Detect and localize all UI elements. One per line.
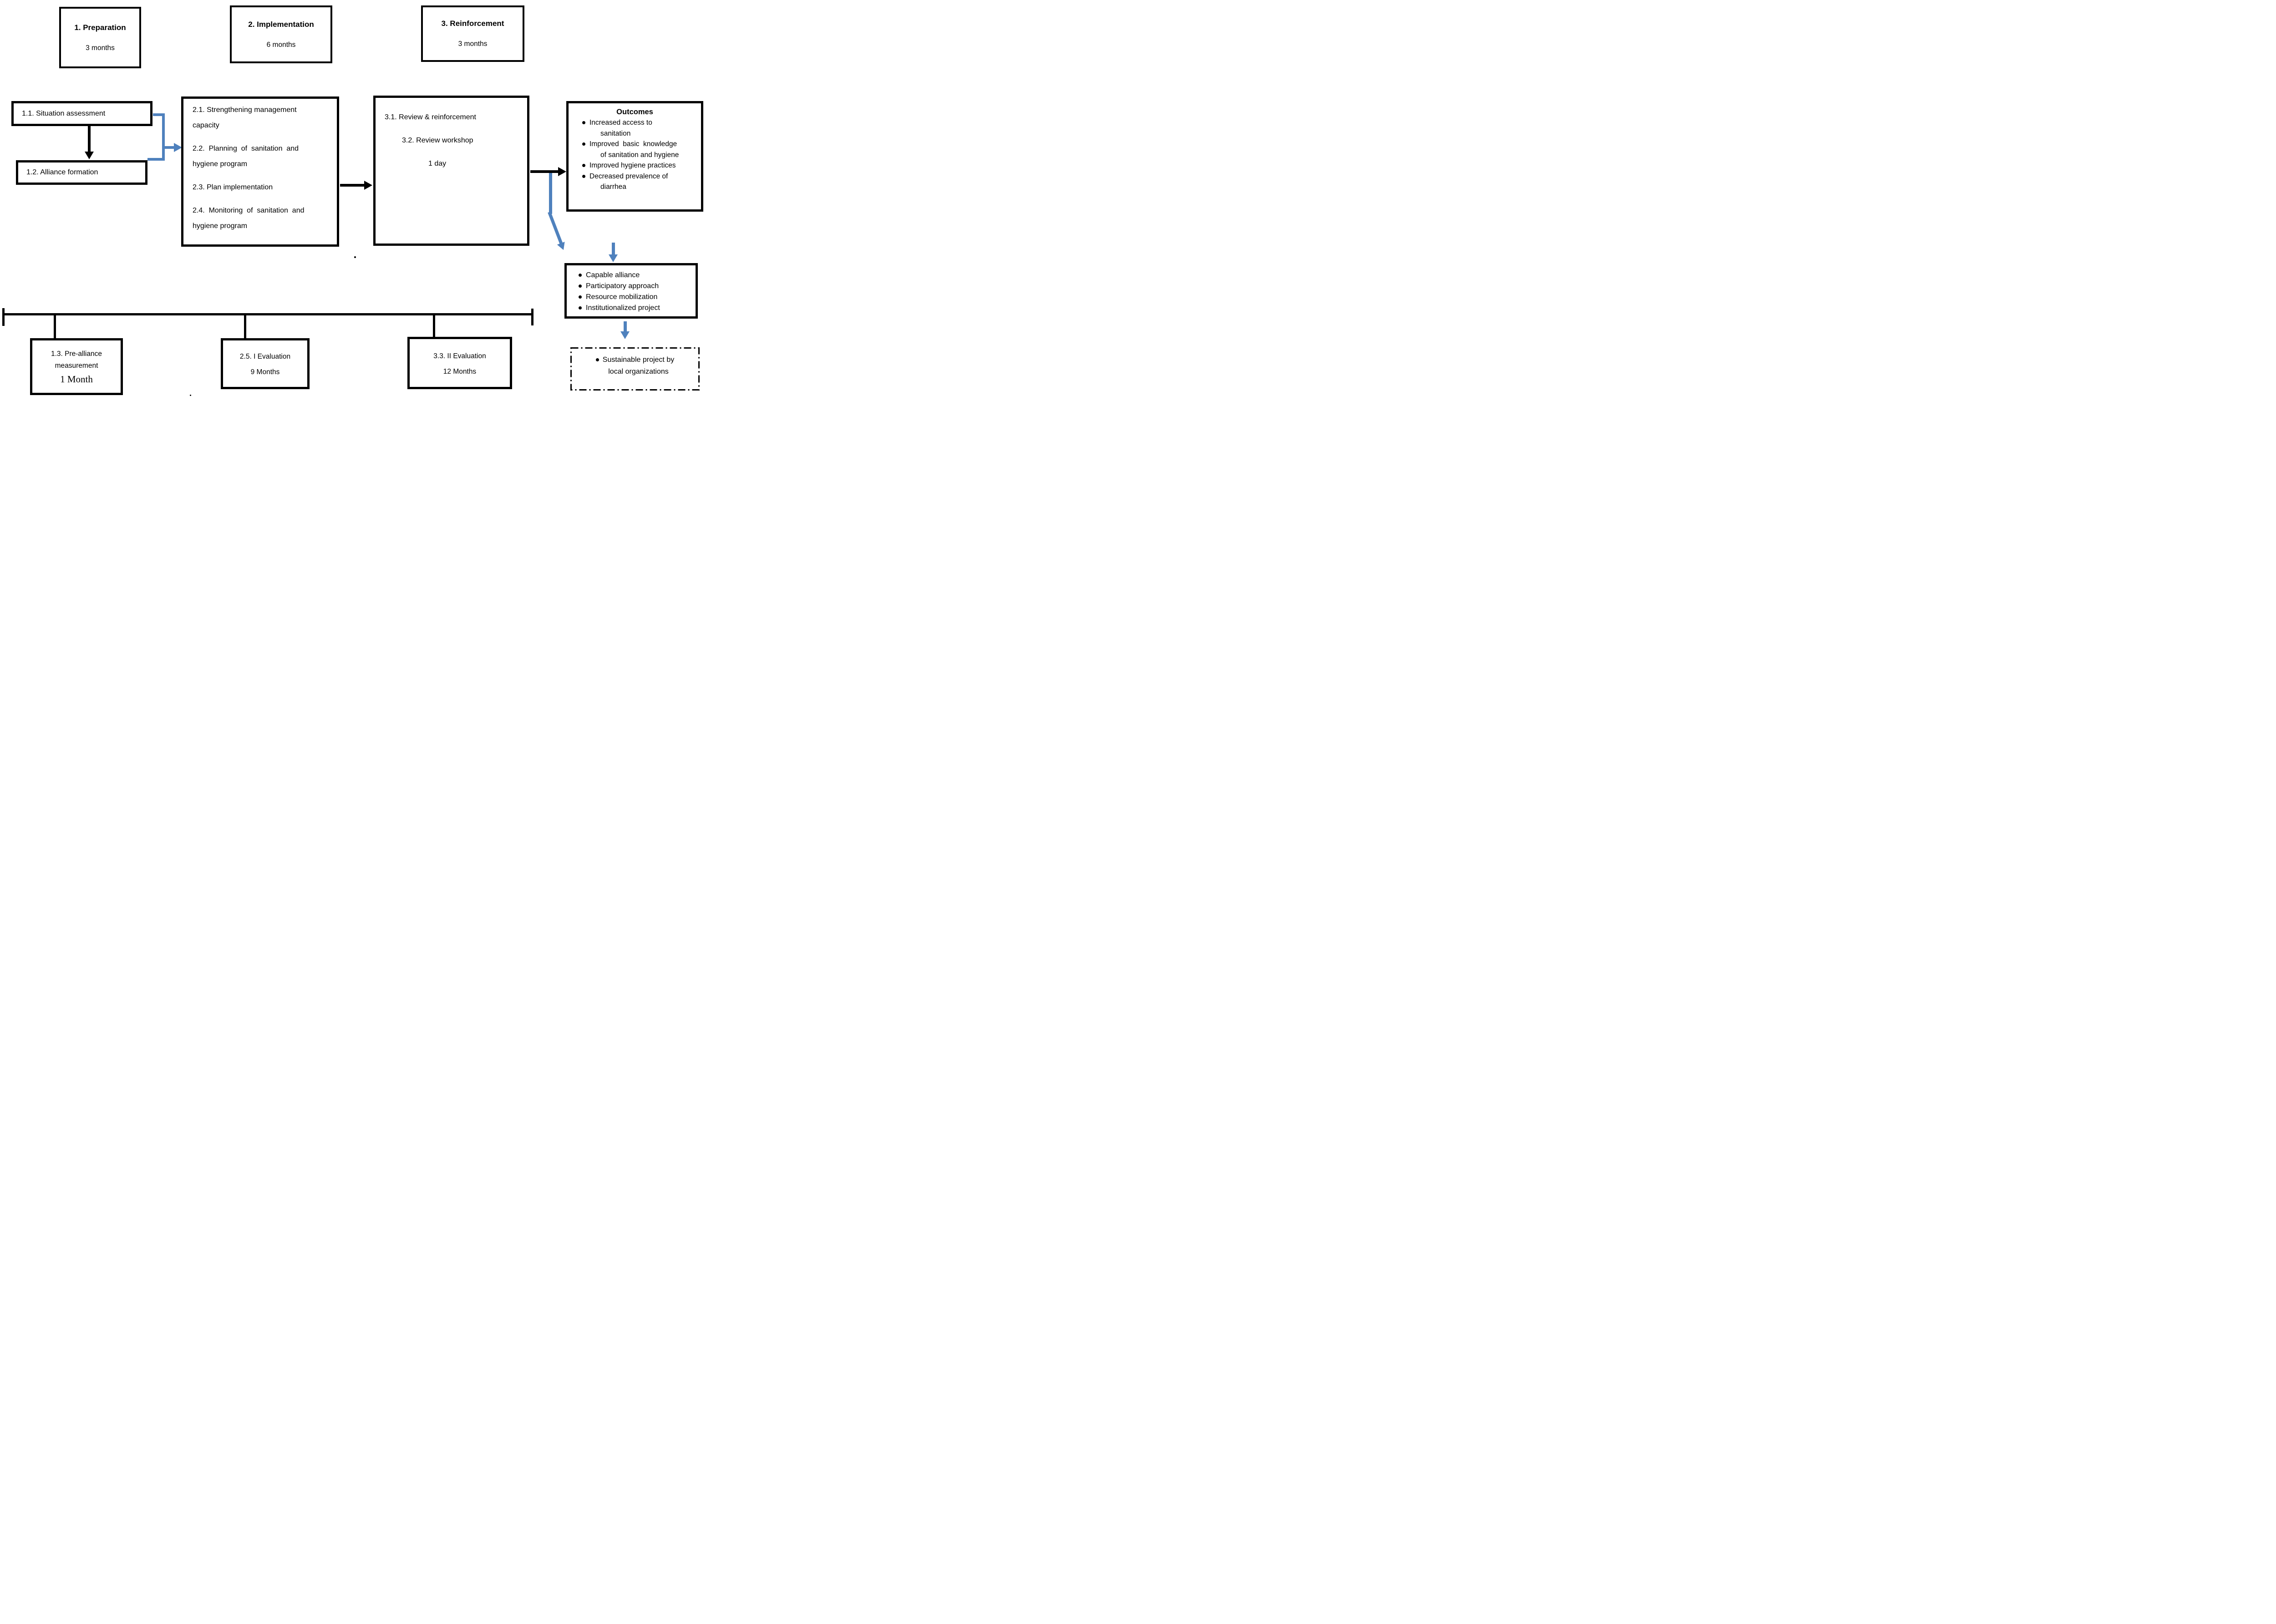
phase-duration: 3 months [458, 40, 488, 48]
timeline-left-end-tick [2, 308, 5, 326]
phase-box-implementation: 2. Implementation 6 months [230, 5, 332, 63]
outcome-text: Improved basic knowledge of sanitation a… [589, 140, 679, 159]
timeline-right-end-tick [531, 309, 533, 325]
blue-bracket-bottom-segment [147, 158, 165, 161]
dash-dot-border [570, 347, 700, 391]
implementation-item: 2.4. Monitoring of sanitation and hygien… [193, 207, 305, 230]
blue-arrow-diagonal-icon [548, 211, 568, 252]
bullet-dot-icon [595, 358, 599, 361]
blue-arrow-down-head-icon [609, 254, 618, 262]
outcome-bullet: Improved basic knowledge of sanitation a… [582, 139, 697, 160]
outcome-text: Improved hygiene practices [589, 162, 676, 169]
blue-arrow-down-head-icon [620, 331, 630, 339]
milestone-title: 1.3. Pre-alliance measurement [51, 350, 102, 370]
outcome-text: Decreased prevalence of diarrhea [589, 172, 668, 191]
blue-arrow-right-head-icon [174, 143, 182, 152]
phase-title: 1. Preparation [74, 23, 126, 32]
pre-alliance-measurement-box: 1.3. Pre-alliance measurement 1 Month [30, 338, 123, 395]
blue-bracket-vertical-segment [162, 113, 165, 161]
milestone-duration: 1 Month [60, 374, 93, 385]
blue-arrow-shaft [548, 211, 563, 244]
blue-connector-vertical [549, 173, 552, 214]
implementation-item: 2.1. Strengthening management capacity [193, 106, 297, 129]
review-reinforcement-label: 3.1. Review & reinforcement [385, 113, 476, 121]
result-bullet: Capable alliance [579, 270, 693, 281]
blue-arrow-down-icon [624, 321, 627, 332]
implementation-activities-box: 2.1. Strengthening management capacity 2… [181, 96, 339, 247]
project-phases-diagram: 1. Preparation 3 months 2. Implementatio… [0, 0, 714, 406]
blue-arrow-right-icon [165, 146, 174, 149]
timeline-line [4, 313, 533, 315]
result-text: Institutionalized project [586, 304, 660, 312]
result-text: Capable alliance [586, 271, 640, 279]
timeline-tick [54, 315, 56, 338]
bullet-dot-icon [582, 142, 585, 146]
situation-assessment-label: 1.1. Situation assessment [22, 109, 106, 117]
arrow-right-head-icon [364, 181, 372, 190]
result-bullet: Resource mobilization [579, 292, 693, 303]
alliance-formation-box: 1.2. Alliance formation [16, 160, 147, 185]
outcome-bullet: Decreased prevalence of diarrhea [582, 171, 697, 193]
result-bullet: Participatory approach [579, 281, 693, 292]
milestone-title: 2.5. I Evaluation [239, 353, 291, 360]
milestone-title: 3.3. II Evaluation [433, 352, 486, 360]
phase-duration: 3 months [86, 44, 115, 52]
phase-title: 3. Reinforcement [441, 19, 504, 28]
milestone-duration: 12 Months [443, 367, 477, 376]
arrow-right-icon [530, 170, 559, 173]
outcome-text: Increased access to sanitation [589, 119, 652, 137]
implementation-item: 2.3. Plan implementation [193, 183, 273, 191]
arrow-right-head-icon [558, 167, 566, 176]
result-text: Resource mobilization [586, 293, 658, 301]
outcome-bullet: Increased access to sanitation [582, 117, 697, 139]
blue-arrow-down-icon [612, 243, 615, 255]
situation-assessment-box: 1.1. Situation assessment [11, 101, 152, 126]
bullet-dot-icon [579, 295, 582, 299]
timeline-tick [244, 315, 246, 338]
sustainable-text: Sustainable project by local organizatio… [602, 356, 675, 376]
phase-box-reinforcement: 3. Reinforcement 3 months [421, 5, 524, 62]
stray-dot [354, 256, 356, 258]
arrow-down-head-icon [85, 152, 94, 159]
milestone-duration: 9 Months [250, 368, 280, 376]
first-evaluation-box: 2.5. I Evaluation 9 Months [221, 338, 310, 389]
alliance-formation-label: 1.2. Alliance formation [26, 168, 98, 176]
bullet-dot-icon [579, 274, 582, 277]
stray-dot [190, 395, 191, 396]
phase-duration: 6 months [266, 41, 296, 49]
outcomes-title: Outcomes [616, 108, 653, 116]
phase-title: 2. Implementation [248, 20, 314, 29]
blue-bracket-top-segment [153, 113, 165, 116]
result-bullet: Institutionalized project [579, 303, 693, 314]
phase-box-preparation: 1. Preparation 3 months [59, 7, 141, 68]
bullet-dot-icon [579, 284, 582, 288]
alliance-results-box: Capable alliance Participatory approach … [564, 263, 698, 319]
bullet-dot-icon [582, 164, 585, 167]
reinforcement-activities-box: 3.1. Review & reinforcement 3.2. Review … [373, 96, 529, 246]
outcome-bullet: Improved hygiene practices [582, 160, 697, 171]
arrow-right-icon [340, 184, 365, 187]
review-workshop-label: 3.2. Review workshop [402, 137, 473, 144]
arrow-down-icon [88, 126, 91, 152]
bullet-dot-icon [579, 306, 582, 310]
bullet-dot-icon [582, 174, 585, 178]
bullet-dot-icon [582, 121, 585, 124]
timeline-tick [433, 315, 435, 337]
blue-arrow-head-icon [557, 242, 568, 252]
implementation-item: 2.2. Planning of sanitation and hygiene … [193, 145, 299, 168]
second-evaluation-box: 3.3. II Evaluation 12 Months [407, 337, 512, 389]
sustainable-project-box: Sustainable project by local organizatio… [570, 347, 700, 391]
result-text: Participatory approach [586, 282, 659, 290]
outcomes-box: Outcomes Increased access to sanitation … [566, 101, 703, 212]
review-duration-label: 1 day [428, 160, 447, 167]
